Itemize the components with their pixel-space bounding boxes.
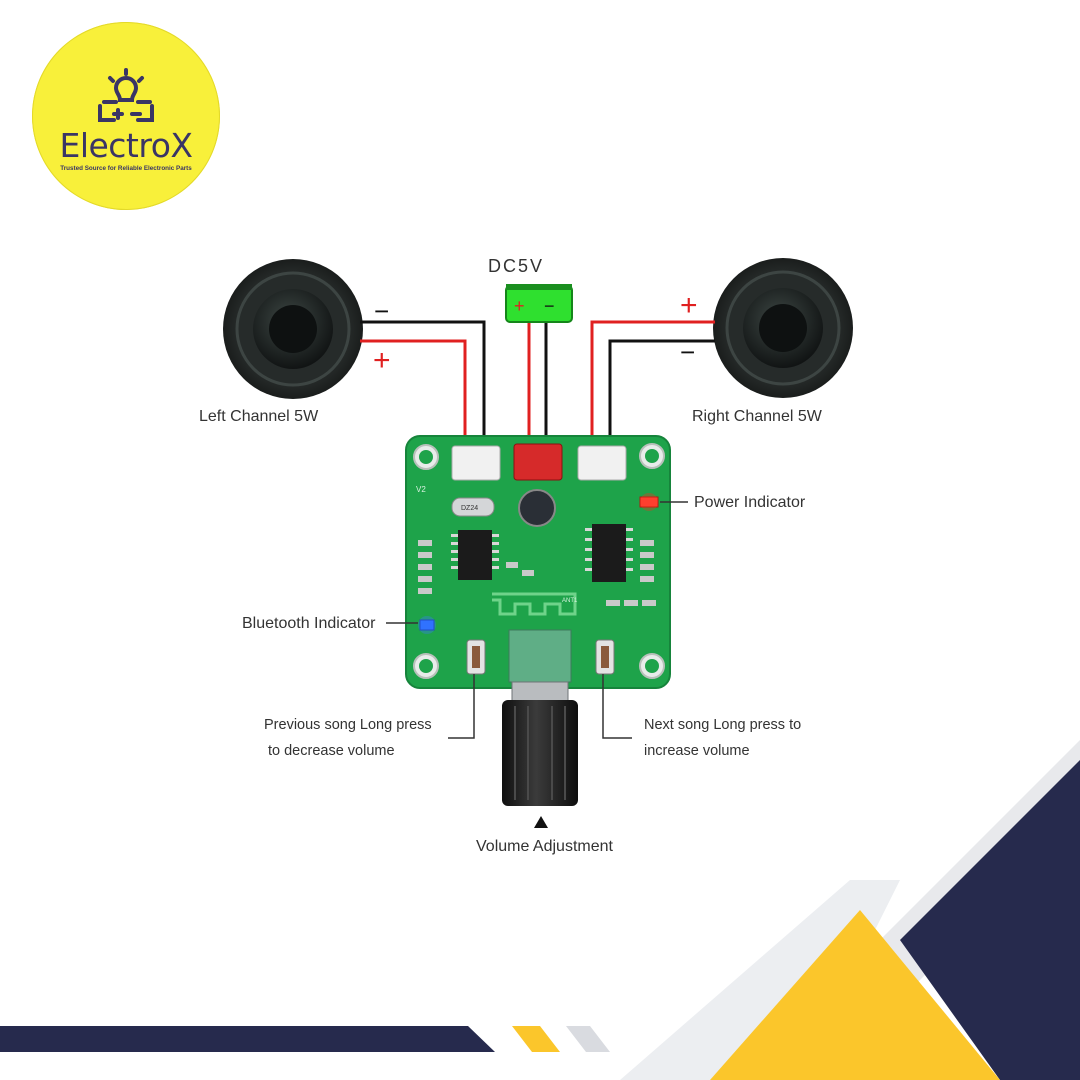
- bulb-plug-icon: [98, 68, 154, 122]
- leader-lines: [386, 501, 688, 739]
- right-plus-sign: +: [680, 289, 698, 322]
- previous-song-line2: to decrease volume: [268, 743, 395, 759]
- next-song-line2: increase volume: [644, 743, 750, 759]
- right-minus-sign: −: [680, 337, 695, 367]
- brand-logo: ElectroX Trusted Source for Reliable Ele…: [32, 22, 220, 210]
- bluetooth-indicator-label: Bluetooth Indicator: [242, 615, 376, 632]
- battery-plus-sign: +: [514, 296, 525, 316]
- right-channel-label: Right Channel 5W: [692, 408, 822, 425]
- volume-adjustment-label: Volume Adjustment: [476, 838, 613, 855]
- next-song-label: Next song Long press to increase volume: [644, 712, 801, 764]
- brand-name: ElectroX: [59, 126, 193, 165]
- left-minus-sign: −: [374, 296, 389, 326]
- battery-minus-sign: −: [544, 296, 555, 316]
- amplifier-pcb: [405, 435, 671, 689]
- left-speaker: [223, 259, 363, 399]
- next-song-line1: Next song Long press to: [644, 717, 802, 733]
- previous-song-line1: Previous song Long press: [264, 717, 432, 733]
- speaker-wires: [360, 320, 715, 450]
- brand-tagline: Trusted Source for Reliable Electronic P…: [60, 165, 192, 172]
- antenna-mark: ANT1: [562, 598, 578, 604]
- pcb-version-mark: V2: [416, 485, 426, 494]
- left-channel-label: Left Channel 5W: [199, 408, 319, 425]
- power-source-label: DC5V: [488, 256, 545, 276]
- volume-knob: [502, 681, 578, 828]
- previous-song-label: Previous song Long press to decrease vol…: [264, 712, 432, 764]
- left-plus-sign: +: [373, 344, 391, 377]
- dc-power-source: [505, 284, 573, 323]
- crystal-mark: DZ24: [461, 505, 478, 512]
- power-indicator-label: Power Indicator: [694, 494, 806, 511]
- right-speaker: [713, 258, 853, 398]
